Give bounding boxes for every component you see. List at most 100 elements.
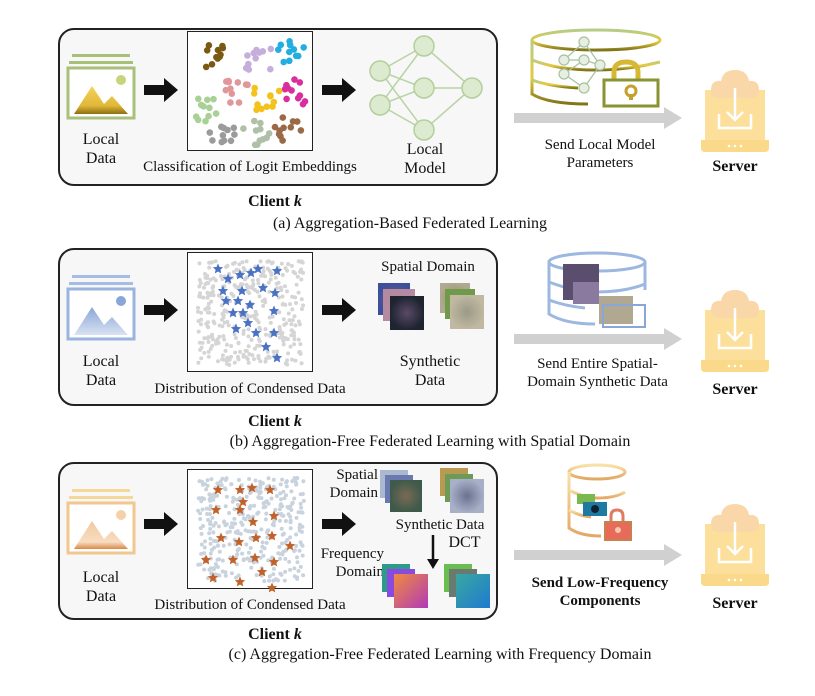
embedding-point <box>219 132 227 139</box>
data-point <box>281 338 286 343</box>
data-point <box>232 360 237 365</box>
data-point <box>297 350 302 355</box>
data-point <box>241 557 246 562</box>
data-point <box>299 277 304 282</box>
data-point <box>244 494 249 499</box>
send-label-line1: Send Local Model <box>544 137 656 153</box>
data-point <box>222 337 227 342</box>
frequency-label-line1: Frequency <box>320 546 384 562</box>
data-point <box>229 291 234 296</box>
data-point <box>215 565 220 569</box>
cloud-icon <box>711 290 759 318</box>
data-point <box>295 560 300 565</box>
data-point <box>232 516 237 521</box>
embedding-point <box>251 141 259 149</box>
condensed-sample-star <box>268 556 280 567</box>
data-point <box>288 518 293 523</box>
spatial-label-line2: Domain <box>329 485 378 501</box>
data-point <box>299 510 304 515</box>
data-point <box>236 573 241 578</box>
data-point <box>246 327 251 332</box>
data-point <box>295 555 299 560</box>
data-point <box>251 282 256 287</box>
data-point <box>249 529 253 534</box>
data-point <box>207 512 212 517</box>
data-point <box>266 259 271 264</box>
data-point <box>205 336 210 341</box>
database-lock-icon-c <box>567 463 632 541</box>
embedding-point <box>301 98 309 105</box>
data-point <box>299 505 304 510</box>
client-text: Client <box>248 413 290 430</box>
data-point <box>288 344 293 349</box>
data-point <box>229 344 234 348</box>
embedding-point <box>235 99 243 106</box>
data-point <box>283 302 288 307</box>
condensed-sample-star <box>236 285 248 296</box>
data-point <box>277 545 282 549</box>
data-point <box>289 328 294 333</box>
client-var: k <box>293 413 302 430</box>
data-point <box>197 294 202 299</box>
data-point <box>278 556 282 561</box>
data-point <box>208 551 213 556</box>
data-point <box>264 332 268 337</box>
data-point <box>244 542 249 547</box>
embedding-point <box>287 124 295 131</box>
data-point <box>254 529 259 534</box>
data-point <box>267 574 272 579</box>
data-point <box>249 337 254 342</box>
embedding-point <box>269 103 276 110</box>
data-point <box>296 569 301 573</box>
data-point <box>288 526 293 531</box>
condensed-sample-star <box>233 536 245 547</box>
synthetic-images-b <box>378 283 484 330</box>
data-point <box>254 573 259 578</box>
download-arrowhead <box>726 111 744 122</box>
data-point <box>239 520 244 525</box>
data-point <box>248 546 253 550</box>
data-point <box>200 340 205 345</box>
data-point <box>247 505 252 510</box>
data-point <box>240 282 245 287</box>
data-point <box>222 320 227 325</box>
data-point <box>252 357 256 362</box>
server-dot <box>739 578 743 582</box>
data-point <box>299 542 304 547</box>
data-point <box>252 503 257 508</box>
data-point <box>244 355 249 360</box>
data-point <box>266 558 271 563</box>
embedding-point <box>283 95 290 103</box>
data-point <box>289 322 294 327</box>
local-data-icon-b <box>66 275 136 341</box>
data-point <box>198 291 202 296</box>
condensed-sample-star <box>227 307 239 318</box>
data-point <box>271 523 276 528</box>
data-point <box>214 339 219 344</box>
download-arrowhead <box>726 545 744 556</box>
data-point <box>294 301 298 305</box>
data-point <box>292 574 297 579</box>
embedding-point <box>286 48 293 56</box>
data-point <box>196 329 201 334</box>
condensed-data-plot-b <box>187 252 313 372</box>
arrow-right-icon <box>322 512 356 536</box>
data-point <box>217 557 221 562</box>
data-point <box>229 354 233 359</box>
data-point <box>269 271 274 276</box>
condensed-sample-star <box>244 299 256 310</box>
data-point <box>286 506 291 511</box>
data-point <box>207 260 212 265</box>
data-point <box>259 527 264 532</box>
data-point <box>224 358 229 363</box>
data-point <box>208 277 213 282</box>
data-point <box>206 301 211 306</box>
data-point <box>290 357 294 362</box>
data-point <box>240 551 245 556</box>
spatial-label-line1: Spatial <box>336 467 378 483</box>
data-point <box>210 515 215 520</box>
data-point <box>216 359 220 364</box>
data-point <box>236 354 240 359</box>
server-dot <box>739 364 743 368</box>
arrow-right-icon <box>322 78 356 102</box>
